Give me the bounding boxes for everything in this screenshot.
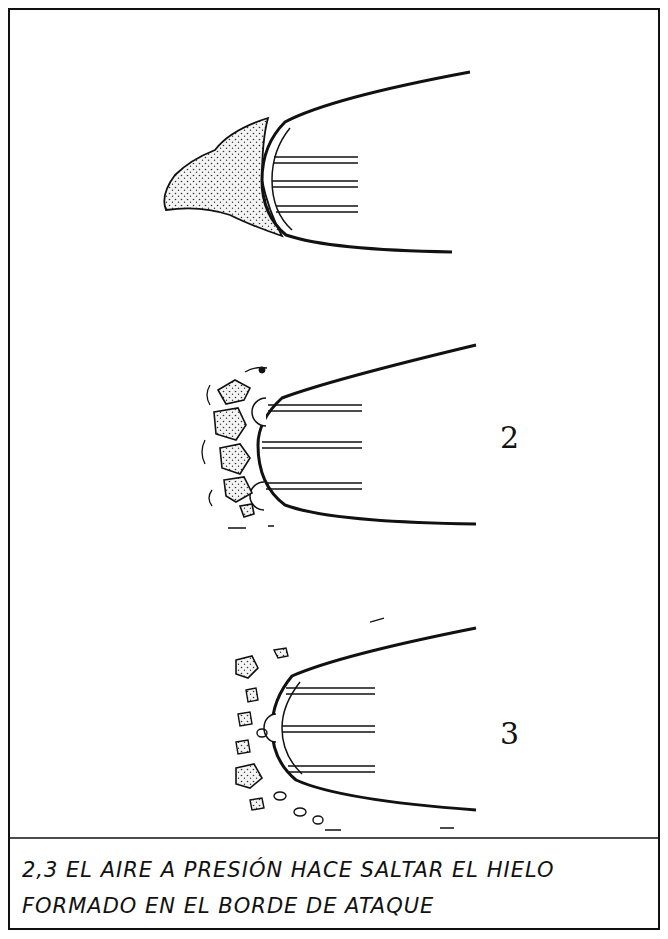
caption: 2,3 EL AIRE A PRESIÓN HACE SALTAR EL HIE… xyxy=(22,852,647,924)
frame xyxy=(9,9,659,929)
callout-number: 2 xyxy=(500,420,519,455)
leading-edge-iced xyxy=(164,72,470,252)
leading-edge-ice-shedding xyxy=(236,618,476,830)
leading-edge-boots-inflated xyxy=(202,345,476,528)
caption-divider xyxy=(9,837,659,839)
callout-number: 3 xyxy=(500,716,519,751)
